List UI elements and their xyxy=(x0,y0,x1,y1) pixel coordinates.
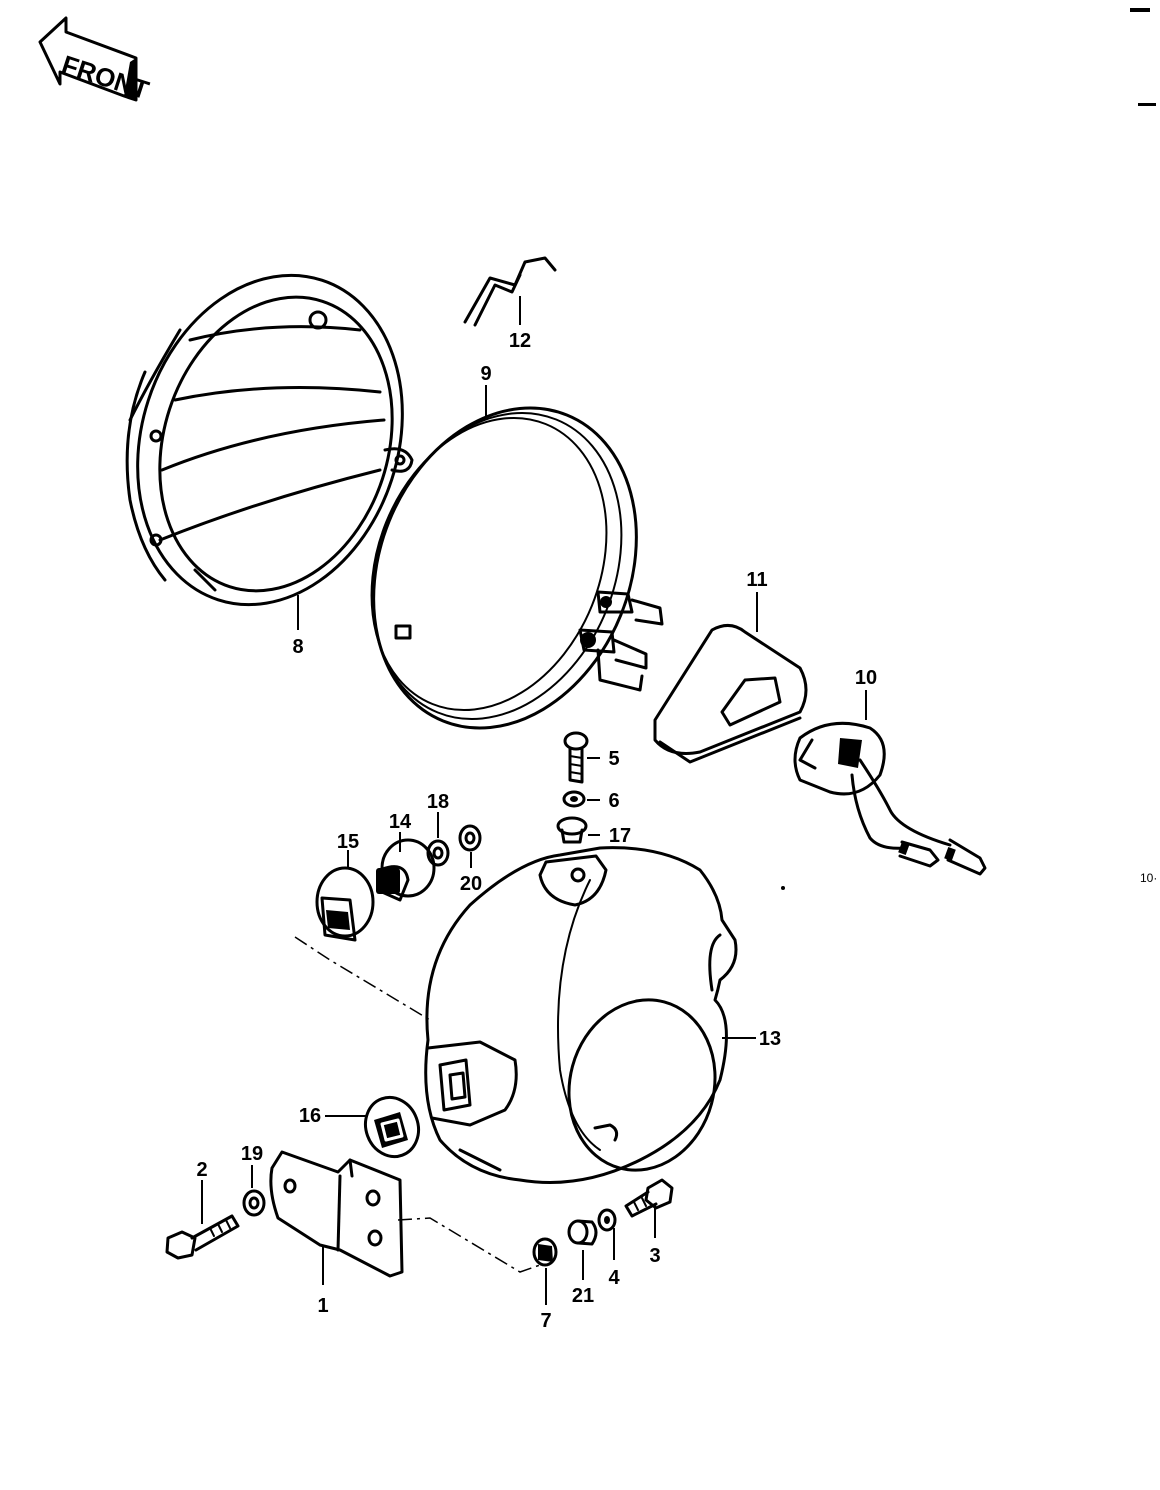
callout-2: 2 xyxy=(196,1159,207,1181)
callout-19: 19 xyxy=(241,1143,263,1165)
part-14-grommet-bolt xyxy=(376,838,436,902)
part-20-nut xyxy=(458,824,482,852)
callout-11: 11 xyxy=(746,569,767,591)
part-8-rim xyxy=(125,273,414,607)
callout-14: 14 xyxy=(389,811,412,833)
callout-5: 5 xyxy=(608,748,619,770)
part-18-washer xyxy=(426,839,450,867)
part-2-bolt xyxy=(165,1214,240,1260)
part-16-grommet xyxy=(364,1095,420,1159)
part-17-collar xyxy=(556,816,588,844)
part-3-bolt xyxy=(624,1178,674,1218)
callout-7: 7 xyxy=(540,1310,551,1332)
callout-10: 10 xyxy=(855,667,877,689)
part-4-lock-washer xyxy=(597,1208,617,1232)
part-11-rubber-cover xyxy=(653,624,808,764)
callout-4: 4 xyxy=(608,1267,620,1289)
callout-12: 12 xyxy=(509,330,531,352)
part-10-socket-wiring xyxy=(793,721,987,876)
callout-20: 20 xyxy=(460,873,482,895)
part-15-grommet xyxy=(315,866,375,942)
callout-3: 3 xyxy=(649,1245,660,1267)
part-13-headlight-housing xyxy=(424,846,738,1184)
part-19-washer xyxy=(242,1189,266,1217)
part-21-collar xyxy=(567,1219,598,1246)
front-arrow-badge: FRONT xyxy=(38,16,153,105)
callout-8: 8 xyxy=(292,636,303,658)
callout-13: 13 xyxy=(759,1028,781,1050)
part-9-sealed-beam xyxy=(370,406,664,730)
part-12-spring-clip xyxy=(463,256,557,327)
callout-18: 18 xyxy=(427,791,449,813)
part-6-lock-washer xyxy=(562,790,586,808)
callout-15: 15 xyxy=(337,831,359,853)
callout-17: 17 xyxy=(609,825,631,847)
callout-16: 16 xyxy=(299,1105,321,1127)
front-arrow-label: FRONT xyxy=(58,49,153,105)
callout-21: 21 xyxy=(572,1285,594,1307)
corner-mark-top xyxy=(1130,8,1150,12)
part-7-nut xyxy=(532,1237,558,1267)
corner-mark-text: 10· xyxy=(1140,871,1157,885)
part-5-screw xyxy=(563,731,589,784)
speck-mark xyxy=(781,886,785,890)
callout-6: 6 xyxy=(608,790,619,812)
callout-1: 1 xyxy=(317,1295,328,1317)
corner-mark-middle xyxy=(1138,103,1156,106)
part-1-bracket xyxy=(269,1150,404,1278)
callout-9: 9 xyxy=(480,363,491,385)
